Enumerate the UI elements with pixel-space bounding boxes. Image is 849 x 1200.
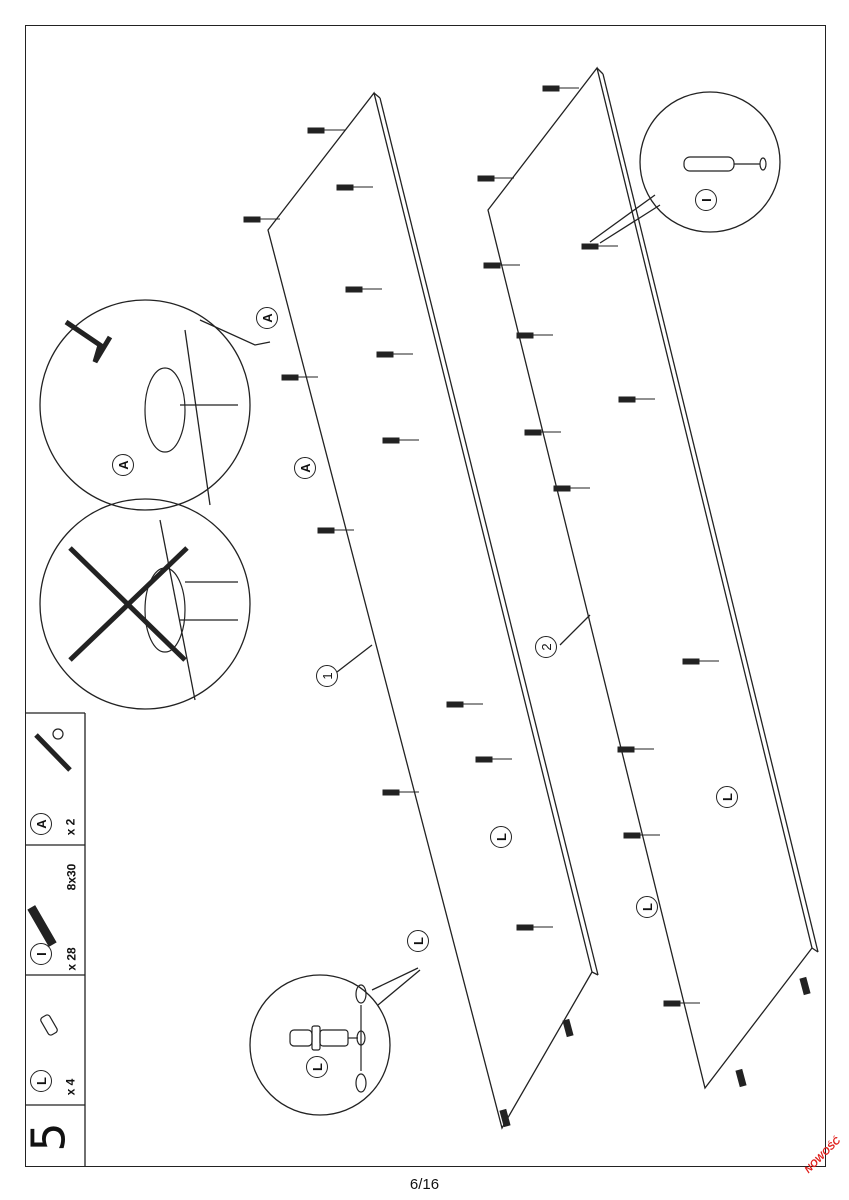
detail-circle-dowel [639, 91, 781, 233]
callout-l-panel1-top: L [490, 826, 512, 848]
detail-circle-wrong [39, 498, 251, 710]
panel-2-number: 2 [535, 636, 557, 658]
part-l-qty: x 4 [63, 1078, 78, 1096]
part-a-qty: x 2 [63, 818, 78, 836]
callout-a-middle: A [294, 457, 316, 479]
panel-2 [487, 66, 819, 1090]
step-number: 5 [21, 1122, 76, 1152]
callout-l-detail: L [306, 1056, 328, 1078]
callout-a-top: A [256, 307, 278, 329]
page-frame [25, 25, 826, 1167]
panel-1 [267, 91, 599, 1130]
callout-l-panel2-top: L [716, 786, 738, 808]
page-number: 6/16 [409, 1176, 440, 1193]
panel-1-number: 1 [316, 665, 338, 687]
callout-a-detail: A [112, 454, 134, 476]
part-a-label: A [30, 813, 52, 835]
part-i-size: 8x30 [64, 863, 79, 891]
part-i-label: I [30, 943, 52, 965]
detail-circle-correct [39, 299, 251, 511]
part-i-qty: x 28 [64, 947, 79, 971]
detail-circle-l-part [249, 974, 391, 1116]
callout-l-panel2-bottom: L [636, 896, 658, 918]
callout-l-panel1-bottom: L [407, 930, 429, 952]
part-l-label: L [30, 1070, 52, 1092]
callout-i-detail: I [695, 189, 717, 211]
